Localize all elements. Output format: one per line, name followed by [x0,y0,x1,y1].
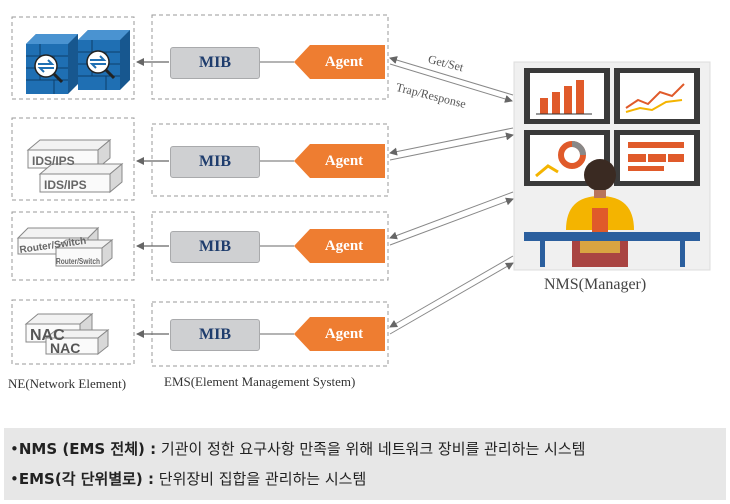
ne-label: NE(Network Element) [8,376,127,391]
legend-nms-desc: 기관이 정한 요구사항 만족을 위해 네트워크 장비를 관리하는 시스템 [156,440,586,458]
legend-box: •NMS (EMS 전체) : 기관이 정한 요구사항 만족을 위해 네트워크 … [4,428,726,500]
nac-text-1: NAC [30,327,65,344]
nms-label: NMS(Manager) [544,276,647,293]
nms-ems-arrow-1a [389,56,514,96]
legend-nms-term: NMS (EMS 전체) : [18,440,157,458]
nms-ems-arrow-1b [389,63,513,103]
agent-shape-1 [294,45,385,79]
monitor-bar-chart-icon [524,68,610,124]
ems-box-1 [151,14,389,100]
ids-ips-device-icon: IDS/IPS IDS/IPS [26,138,124,194]
ids-ips-text-1: IDS/IPS [32,154,75,168]
nms-ems-arrow-2a [389,127,514,156]
bullet: • [10,440,19,458]
agent-label-4: Agent [324,325,364,342]
ne-box-1 [11,16,135,100]
monitor-dashboard-icon [614,130,700,186]
ne-box-3 [11,211,135,281]
ems-label: EMS(Element Management System) [164,374,356,389]
mib-box-4: MIB [170,319,260,351]
agent-label-1: Agent [324,53,364,70]
ne-box-4 [11,299,135,365]
legend-ems-desc: 단위장비 집합을 관리하는 시스템 [154,470,367,488]
agent-shape-3 [294,229,385,263]
agent-shape-2 [294,144,385,178]
mib-box-3: MIB [170,231,260,263]
agent-label-2: Agent [324,152,364,169]
legend-ems-term: EMS(각 단위별로) : [18,470,154,488]
nms-ems-arrow-4b [389,262,514,335]
manager-person-icon [566,159,634,232]
mib-box-2: MIB [170,146,260,178]
firewall-icon [26,30,130,94]
ne-box-2 [11,117,135,201]
legend-row-nms: •NMS (EMS 전체) : 기관이 정한 요구사항 만족을 위해 네트워크 … [10,438,585,459]
router-switch-text-2: Router/Switch [56,257,100,266]
monitor-line-chart-icon [614,68,700,124]
nms-ems-arrow-3a [389,191,514,240]
legend-row-ems: •EMS(각 단위별로) : 단위장비 집합을 관리하는 시스템 [10,468,366,489]
agent-shape-4 [294,317,385,351]
agent-label-3: Agent [324,237,364,254]
nac-device-icon: NAC NAC [24,312,110,356]
nms-ems-arrow-3b [389,197,514,246]
nms-ems-arrow-2b [389,132,514,161]
ids-ips-text-2: IDS/IPS [44,178,87,192]
mib-box-1: MIB [170,47,260,79]
nac-text-2: NAC [50,340,80,356]
desk-icon [524,232,700,267]
bullet: • [10,470,19,488]
nms-manager-illustration [513,61,711,271]
router-switch-device-icon: Router/Switch Router/Switch [16,226,114,268]
nms-ems-arrow-4a [389,255,514,328]
